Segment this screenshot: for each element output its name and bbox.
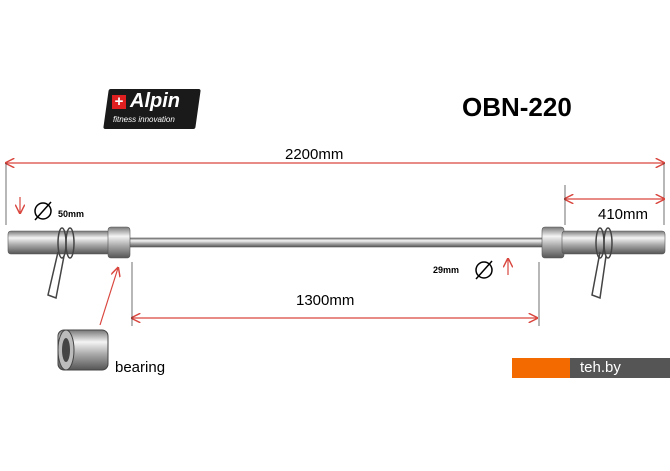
diameter-icon: [34, 201, 493, 280]
bearing-label: bearing: [115, 359, 166, 376]
barbell: [7, 226, 666, 300]
brand-tagline: fitness innovation: [113, 115, 175, 124]
swiss-cross-icon: +: [112, 94, 126, 109]
bearing-image: [57, 329, 109, 371]
sleeve-length-label: 410mm: [598, 206, 649, 223]
sleeve-diameter-label: 50mm: [58, 209, 85, 219]
watermark-text: teh.by: [580, 359, 621, 376]
shaft-diameter-label: 29mm: [433, 265, 460, 275]
watermark-accent: [512, 358, 570, 378]
brand-name: Alpin: [130, 90, 180, 112]
total-length-label: 2200mm: [285, 146, 344, 163]
grip-length-label: 1300mm: [296, 292, 355, 309]
model-title: OBN-220: [462, 92, 572, 122]
